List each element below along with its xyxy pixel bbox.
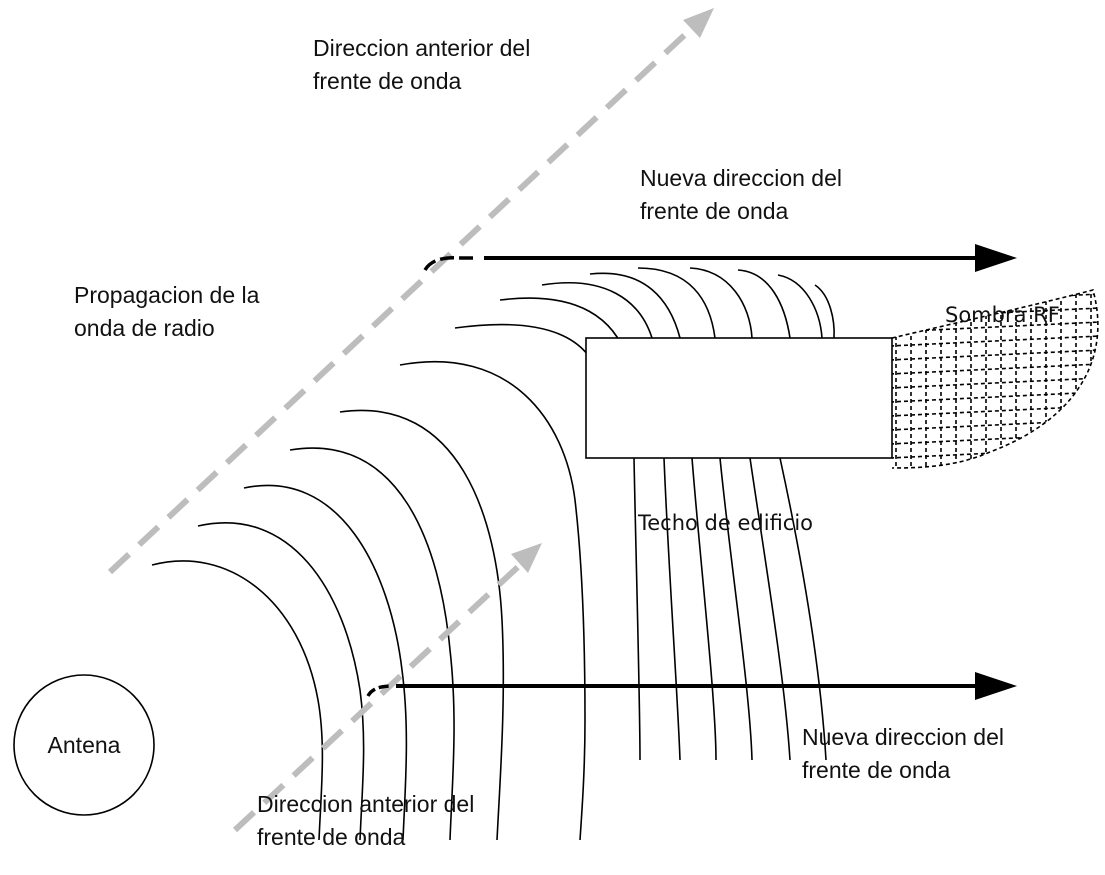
shadow-label: Sombra RF	[945, 303, 1060, 327]
new-direction-arrow-bottom	[366, 672, 1017, 700]
wavefront-arc	[779, 457, 827, 761]
wavefront-arc	[151, 560, 324, 841]
shadow-hatch-line	[892, 433, 1098, 445]
wavefront-arc	[289, 447, 455, 841]
shadow-hatch-line	[892, 419, 1098, 431]
antenna: Antena	[13, 674, 155, 816]
new-direction-top-label-line1: Nueva direccion del	[640, 165, 842, 191]
wavefront-arc	[749, 457, 791, 761]
shadow-hatch-line	[892, 377, 1098, 389]
propagation-label-line2: onda de radio	[74, 315, 215, 341]
radio-wavefronts	[151, 267, 835, 841]
wavefront-arc	[589, 272, 681, 339]
building-roof: Techo de edificio	[585, 337, 893, 535]
wavefront-arc	[633, 457, 641, 761]
old-direction-arrow-bottom	[232, 543, 542, 833]
wavefront-arc	[541, 281, 653, 339]
shadow-hatch-line	[892, 321, 1098, 333]
wavefront-arc	[197, 522, 365, 841]
old-direction-bottom-label-line2: frente de onda	[257, 824, 406, 850]
shadow-hatch-line	[892, 349, 1098, 361]
wavefront-arc	[737, 269, 791, 339]
new-direction-arrow-top	[423, 244, 1017, 272]
wavefront-arc	[689, 267, 753, 339]
old-direction-top-label-line1: Direccion anterior del	[313, 35, 530, 61]
wavefront-arc	[814, 284, 835, 339]
new-direction-bottom-label-line2: frente de onda	[802, 757, 951, 783]
shadow-hatch-line	[892, 405, 1098, 417]
building-label: Techo de edificio	[637, 511, 813, 535]
shadow-hatch-line	[892, 335, 1098, 347]
old-direction-arrow-top	[107, 8, 714, 575]
wavefront-arc	[637, 267, 716, 339]
wavefront-arc	[339, 409, 505, 841]
old-direction-top-label-line2: frente de onda	[313, 68, 462, 94]
antenna-label: Antena	[48, 732, 121, 758]
wavefront-arc	[663, 457, 681, 761]
propagation-label-line1: Propagacion de la	[74, 282, 260, 308]
shadow-hatch-line	[892, 290, 1098, 291]
wavefront-arc	[454, 323, 601, 381]
shadow-hatch-line	[892, 391, 1098, 403]
shadow-hatch-line	[892, 363, 1098, 375]
new-direction-top-label-line2: frente de onda	[640, 198, 789, 224]
wavefront-arc	[691, 457, 717, 761]
old-direction-bottom-label-line1: Direccion anterior del	[257, 791, 474, 817]
wavefront-arc	[719, 457, 753, 761]
wavefront-arc	[243, 484, 408, 841]
wavefront-arc	[777, 274, 823, 339]
wavefront-arc	[399, 360, 586, 841]
new-direction-bottom-label-line1: Nueva direccion del	[802, 724, 1004, 750]
